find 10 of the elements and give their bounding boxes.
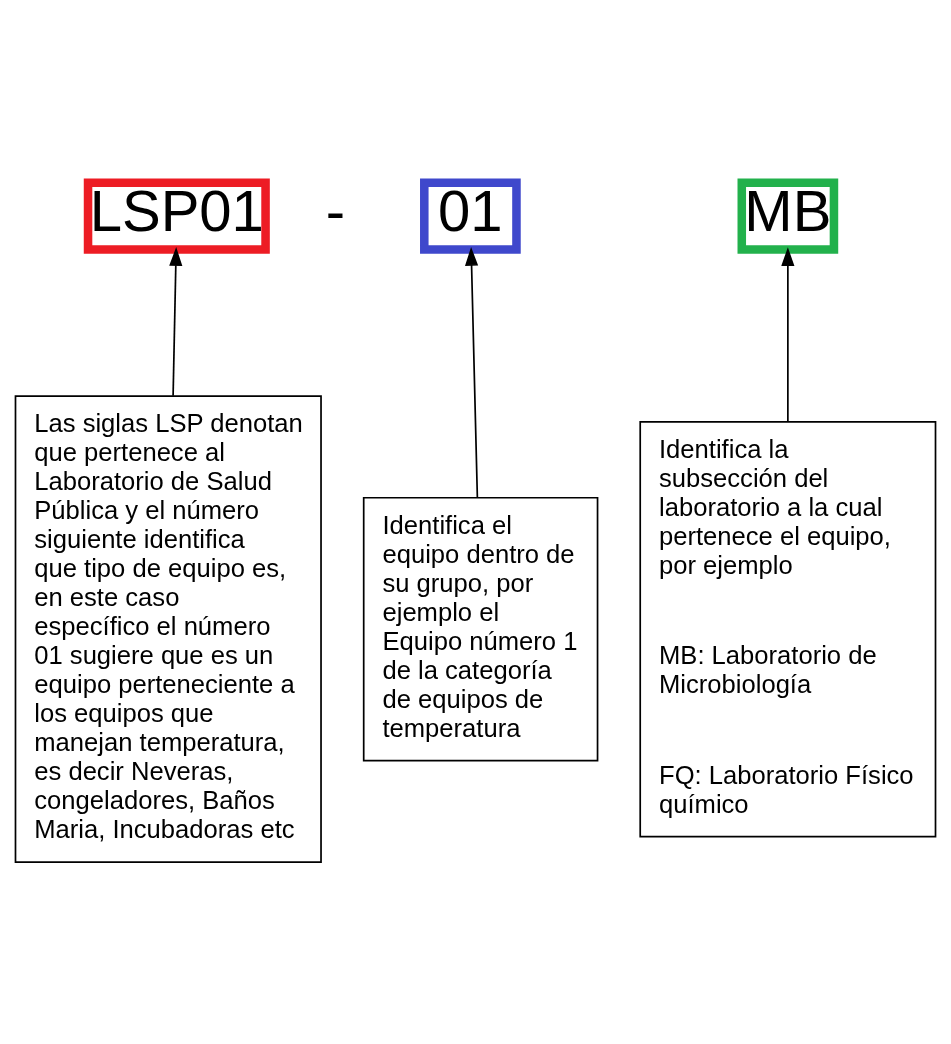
node-box: Identifica el equipo dentro de su grupo, por ejemplo el Equipo número 1 de la categoría de equipos de temperatura bbox=[362, 496, 599, 761]
node-box: MB bbox=[737, 178, 839, 254]
node-box: Las siglas LSP denotan que pertenece al Laboratorio de Salud Pública y el número siguiente identifica que tipo de equipo es, en este caso específico el número 01 sugiere que es un equipo perteneciente a los equipos que manejan temperatura, es decir Neveras, congeladores, Baños Maria, Incubadoras etc bbox=[14, 394, 322, 863]
arrow bbox=[781, 246, 795, 422]
arrow bbox=[465, 246, 479, 498]
arrow bbox=[169, 246, 183, 397]
node-box: LSP01 bbox=[83, 178, 270, 254]
node-box: 01 bbox=[420, 178, 521, 254]
label: - bbox=[325, 177, 346, 243]
node-box: Identifica la subsección del laboratorio a la cual pertenece el equipo, por ejemplo MB: Laboratorio de Microbiología FQ: Laboratorio Físico químico bbox=[639, 420, 937, 837]
